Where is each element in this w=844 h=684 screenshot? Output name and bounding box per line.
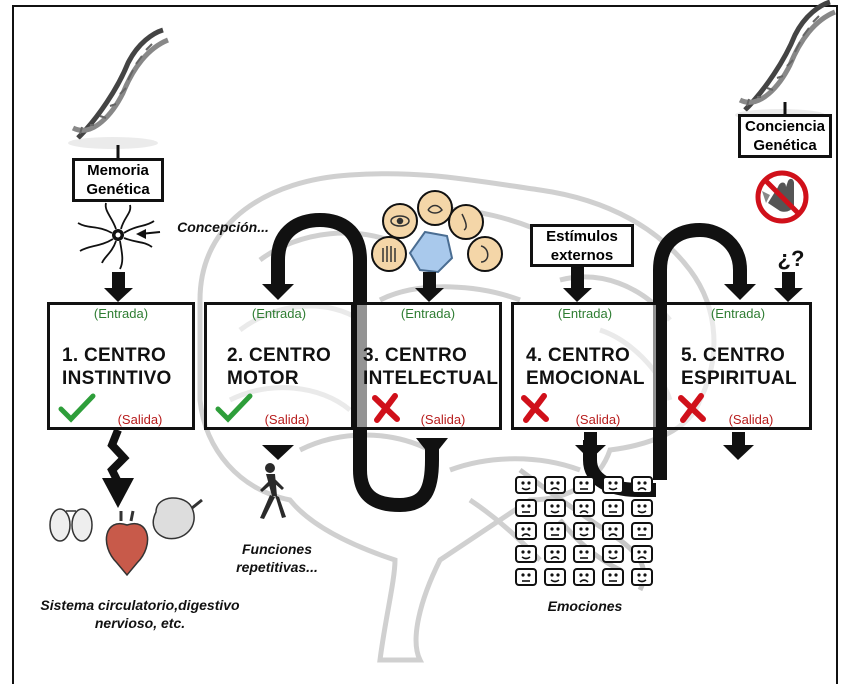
center-entrada: (Entrada)	[400, 306, 456, 321]
external-stimuli-line1: Estímulos	[546, 227, 618, 245]
emotion-face-icon	[602, 568, 624, 586]
center-salida: (Salida)	[575, 412, 621, 427]
emotion-face-icon	[515, 476, 537, 494]
organs-icon	[49, 497, 203, 577]
emotion-face-icon	[544, 568, 566, 586]
emotion-face-icon	[573, 499, 595, 517]
emotion-face-icon	[573, 545, 595, 563]
emotion-face-icon	[631, 499, 653, 517]
center-salida: (Salida)	[117, 412, 163, 427]
emotion-face-icon	[573, 476, 595, 494]
emotion-face-icon	[631, 545, 653, 563]
genetic-conscience-line2: Genética	[753, 137, 817, 154]
emotion-face-icon	[544, 545, 566, 563]
emotion-face-icon	[602, 476, 624, 494]
frame-border	[12, 5, 838, 684]
emotion-faces-icon	[515, 476, 665, 591]
center-entrada: (Entrada)	[93, 306, 149, 321]
flow-arrowheads	[262, 284, 756, 460]
emotion-face-icon	[544, 499, 566, 517]
emotion-face-icon	[515, 545, 537, 563]
walking-person-icon	[260, 463, 286, 519]
check-icon	[58, 393, 96, 423]
check-icon	[215, 393, 253, 423]
sense-organs-icon	[371, 190, 503, 274]
center-salida: (Salida)	[264, 412, 310, 427]
emotional-output-label: Emociones	[547, 598, 623, 614]
conception-label: Concepción...	[177, 219, 269, 235]
no-hand-icon	[755, 170, 809, 224]
question-mark: ¿?	[778, 246, 805, 271]
emotion-face-icon	[544, 522, 566, 540]
center-salida: (Salida)	[420, 412, 466, 427]
genetic-memory-line2: Genética	[86, 181, 150, 198]
neuron-icon	[77, 202, 155, 270]
emotion-face-icon	[602, 545, 624, 563]
emotion-face-icon	[631, 568, 653, 586]
cross-icon	[521, 393, 549, 423]
emotion-face-icon	[602, 522, 624, 540]
center-entrada: (Entrada)	[251, 306, 307, 321]
emotion-face-icon	[515, 568, 537, 586]
emotion-face-icon	[544, 476, 566, 494]
center-salida: (Salida)	[728, 412, 774, 427]
external-stimuli-line2: externos	[550, 246, 614, 264]
emotion-face-icon	[573, 568, 595, 586]
cross-icon	[678, 393, 706, 423]
center-entrada: (Entrada)	[710, 306, 766, 321]
input-arrows	[104, 265, 803, 302]
genetic-memory-line1: Memoria	[87, 162, 149, 179]
emotion-face-icon	[573, 522, 595, 540]
center-entrada: (Entrada)	[557, 306, 613, 321]
dna-icon	[68, 27, 170, 149]
emotion-face-icon	[515, 522, 537, 540]
cross-icon	[372, 393, 400, 423]
emotion-face-icon	[515, 499, 537, 517]
emotion-face-icon	[631, 522, 653, 540]
emotion-face-icon	[631, 476, 653, 494]
emotion-face-icon	[602, 499, 624, 517]
instinctive-output-arrow	[102, 428, 134, 508]
genetic-conscience-line1: Conciencia	[744, 118, 826, 135]
